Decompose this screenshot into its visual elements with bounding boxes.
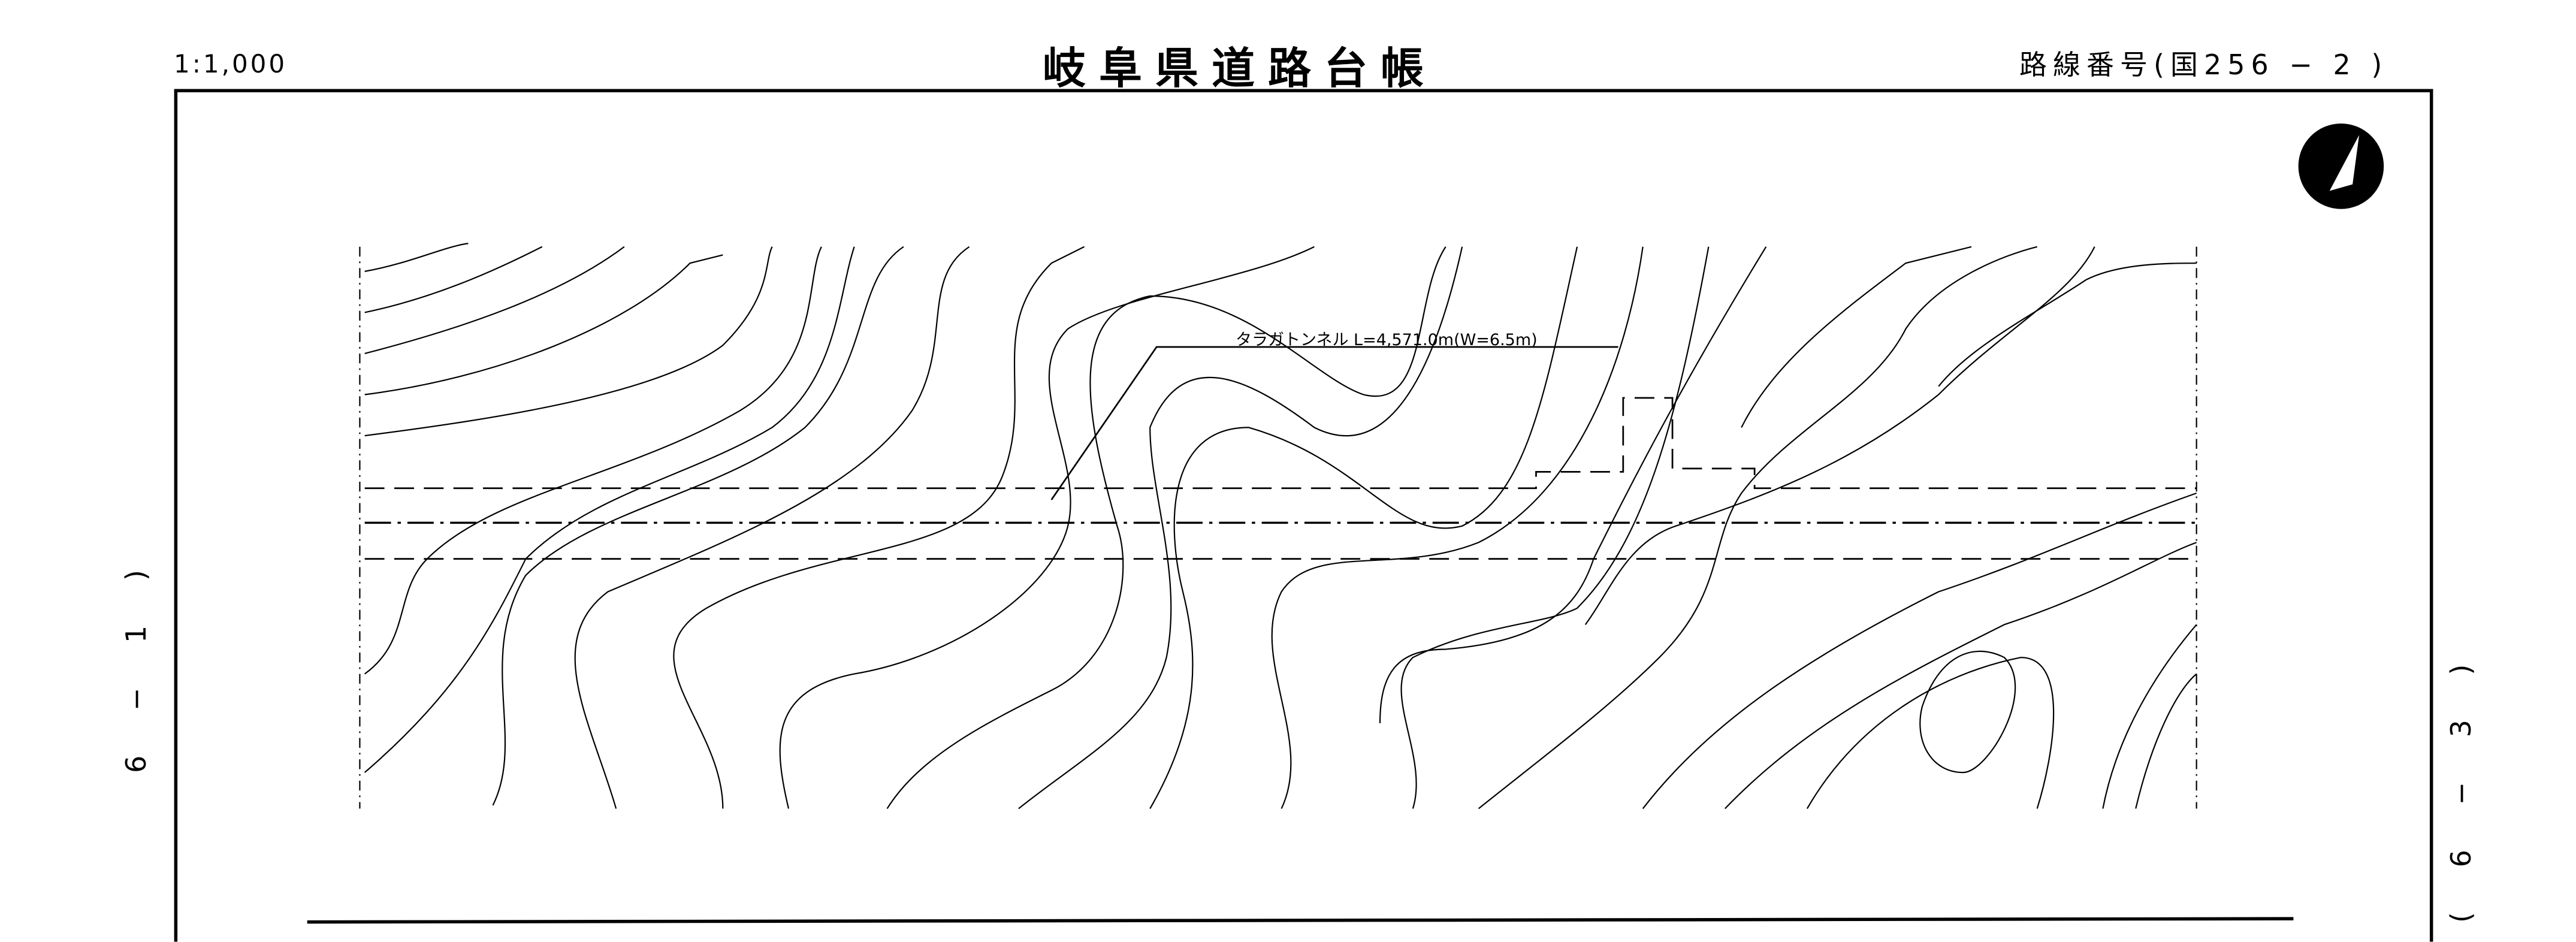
contour-lines	[364, 243, 2197, 810]
scale-label: 1:1,000	[174, 49, 288, 78]
tunnel-leader-line	[1050, 346, 1618, 500]
bottom-rule	[307, 917, 2294, 924]
tunnel-label: タラガトンネル L=4,571.0m(W=6.5m)	[1236, 331, 1538, 349]
north-arrow-icon	[2298, 123, 2384, 209]
map-frame	[174, 89, 2433, 942]
page-title: 岐阜県道路台帳	[1043, 43, 1438, 93]
route-number: 路線番号(国256 − 2 )	[2019, 49, 2388, 81]
road-edge-top	[364, 397, 2197, 490]
